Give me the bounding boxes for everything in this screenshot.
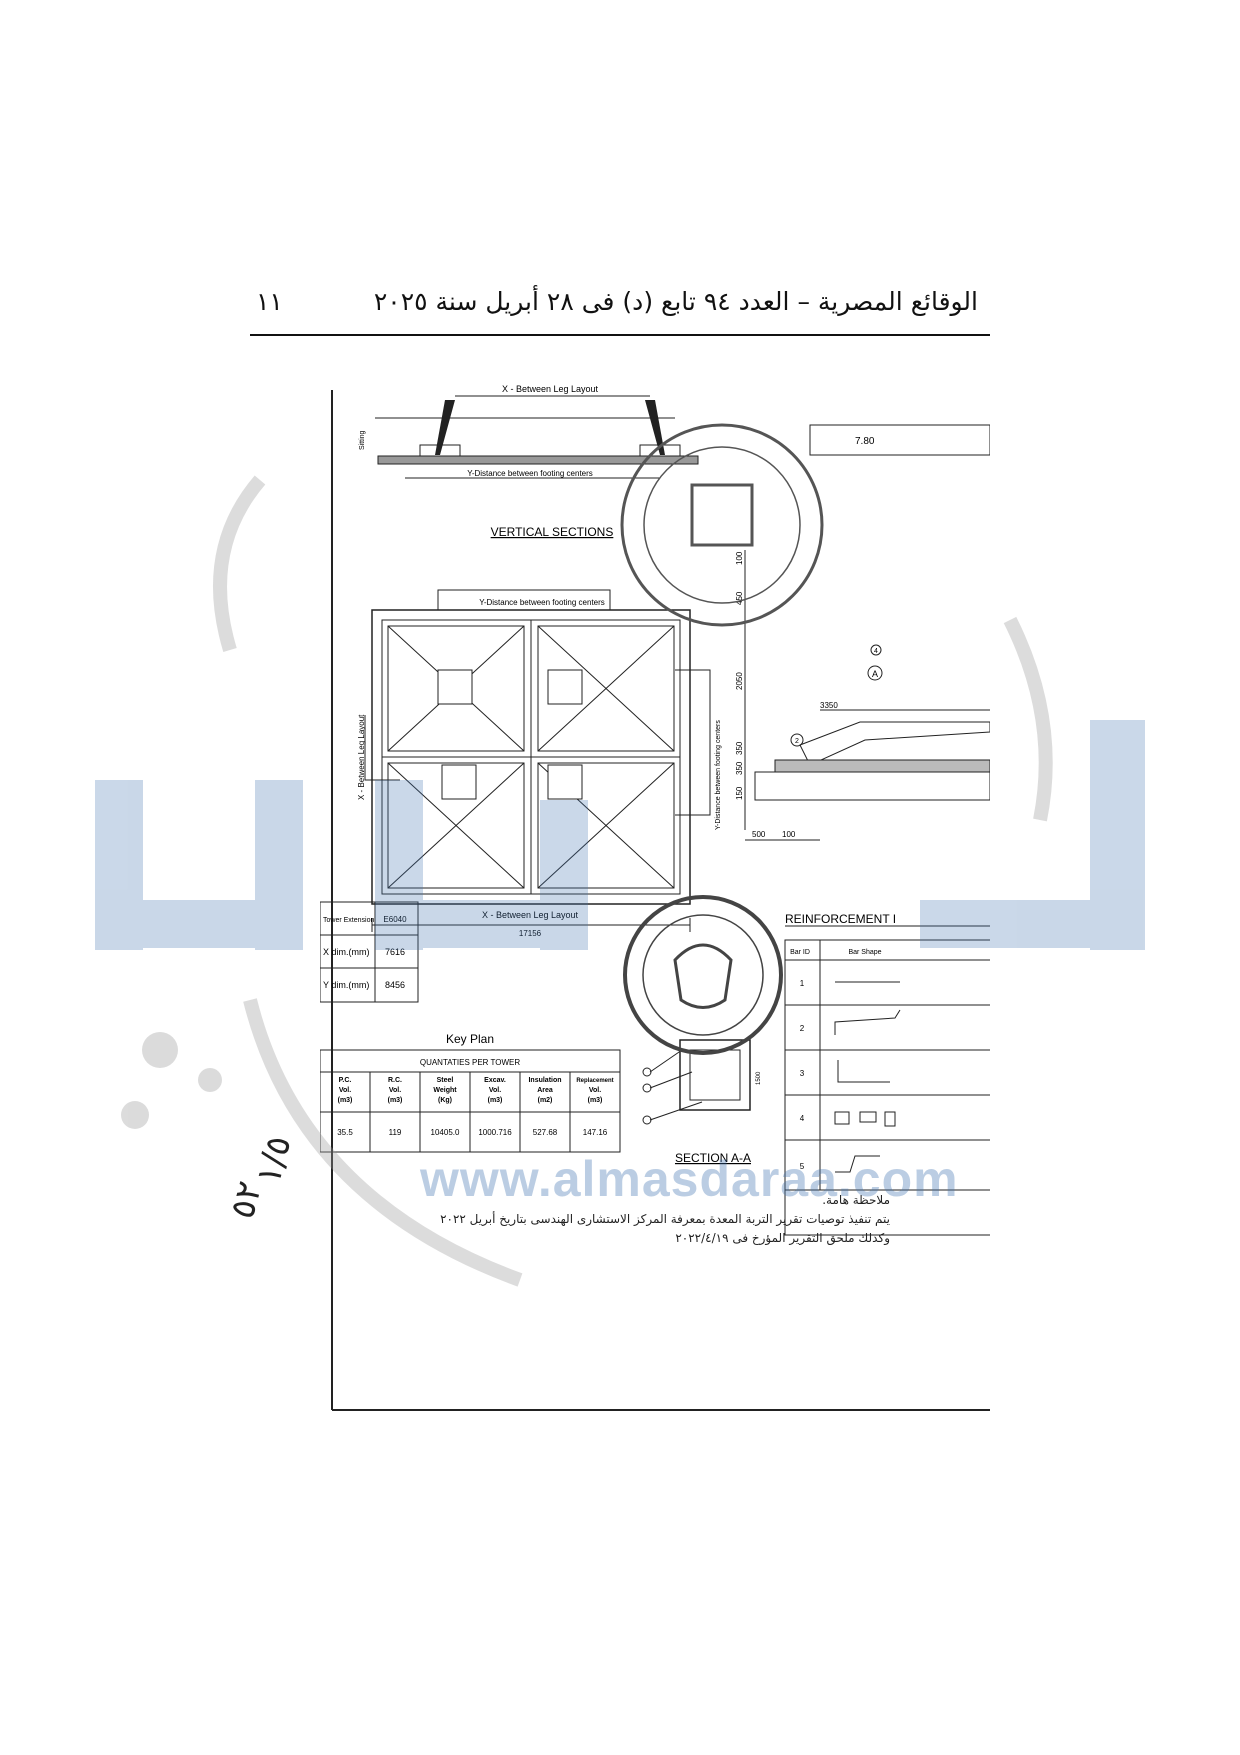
- qhead-2-2: (Kg): [438, 1097, 452, 1104]
- note-heading: ملاحظة هامة.: [822, 1193, 890, 1207]
- tower-row-value-0: E6040: [383, 915, 407, 924]
- tower-row-label-1: X dim.(mm): [323, 947, 370, 957]
- elevation-left-label: Sitting: [359, 430, 366, 450]
- marker-2: 2: [795, 738, 799, 745]
- bar-head-id: Bar ID: [790, 949, 810, 956]
- tower-row-value-2: 8456: [385, 980, 405, 990]
- qhead-3-1: Vol.: [489, 1087, 501, 1094]
- qhead-2-1: Weight: [433, 1087, 457, 1094]
- bar-head-shape: Bar Shape: [848, 949, 881, 956]
- dim-150: 150: [735, 786, 744, 800]
- dim-100: 100: [735, 551, 744, 565]
- elevation-bottom-label: Y-Distance between footing centers: [467, 469, 593, 478]
- dim-350b: 350: [735, 761, 744, 775]
- foundation-drawing: X - Between Leg Layout Y-Distance betwee…: [320, 384, 990, 1411]
- note-line-3: وكذلك ملحق التقرير المؤرخ فى ٢٠٢٢/٤/١٩: [675, 1231, 890, 1245]
- bar-id-4: 4: [800, 1114, 805, 1123]
- qhead-5-2: (m3): [588, 1097, 603, 1104]
- vertical-sections-title: VERTICAL SECTIONS: [491, 525, 614, 539]
- top-value: 7.80: [855, 436, 875, 447]
- handwritten-note: ١/٥: [248, 1131, 300, 1189]
- dim-500: 500: [752, 830, 766, 839]
- qhead-0-1: Vol.: [339, 1087, 351, 1094]
- dim-350a: 350: [735, 741, 744, 755]
- qhead-1-0: R.C.: [388, 1077, 402, 1084]
- qhead-4-0: Insulation: [528, 1077, 561, 1084]
- dim-100b: 100: [782, 830, 796, 839]
- tower-row-label-0: Tower Extension: [323, 917, 374, 924]
- bar-id-5: 5: [800, 1162, 805, 1171]
- tower-row-value-1: 7616: [385, 947, 405, 957]
- qhead-4-1: Area: [537, 1087, 553, 1094]
- key-plan-title: Key Plan: [446, 1032, 494, 1046]
- plan-right-label: Y-Distance between footing centers: [715, 720, 722, 830]
- plan-bottom-dim: 17156: [519, 929, 542, 938]
- note-line-2: يتم تنفيذ توصيات تقرير التربة المعدة بمع…: [440, 1212, 890, 1226]
- qval-0: 35.5: [337, 1128, 353, 1137]
- page-header: الوقائع المصرية – العدد ٩٤ تابع (د) فى ٢…: [250, 285, 990, 325]
- tower-row-label-2: Y dim.(mm): [323, 980, 369, 990]
- section-aa-title: SECTION A-A: [675, 1151, 751, 1165]
- qval-4: 527.68: [533, 1128, 558, 1137]
- bar-table: [784, 939, 990, 1236]
- header-rule: [250, 334, 990, 336]
- official-seal-top: [620, 423, 824, 627]
- gazette-title: الوقائع المصرية – العدد ٩٤ تابع (د) فى ٢…: [373, 287, 978, 316]
- plan-left-label: X - Between Leg Layout: [357, 714, 366, 800]
- qhead-3-0: Excav.: [484, 1077, 506, 1084]
- bar-id-3: 3: [800, 1069, 805, 1078]
- plan-top-label: Y-Distance between footing centers: [479, 598, 605, 607]
- plan-bottom-label: X - Between Leg Layout: [482, 910, 579, 920]
- qhead-5-1: Vol.: [589, 1087, 601, 1094]
- elevation-top-label: X - Between Leg Layout: [502, 384, 599, 394]
- section-aa: [642, 1039, 751, 1125]
- section-aa-dim: 1500: [756, 1071, 762, 1085]
- qhead-5-0: Replacement: [576, 1078, 613, 1084]
- qhead-0-0: P.C.: [339, 1077, 352, 1084]
- dim-2050: 2050: [735, 672, 744, 690]
- qhead-0-2: (m3): [338, 1097, 353, 1104]
- qhead-3-2: (m3): [488, 1097, 503, 1104]
- page-number: ١١: [256, 287, 283, 316]
- qval-5: 147.16: [583, 1128, 608, 1137]
- qhead-1-1: Vol.: [389, 1087, 401, 1094]
- bar-id-1: 1: [800, 979, 805, 988]
- marker-4: 4: [874, 648, 878, 655]
- qhead-1-2: (m3): [388, 1097, 403, 1104]
- qval-2: 10405.0: [431, 1128, 460, 1137]
- quantities-title: QUANTATIES PER TOWER: [420, 1058, 521, 1067]
- reinforcement-title: REINFORCEMENT I: [785, 912, 896, 926]
- bar-id-2: 2: [800, 1024, 805, 1033]
- dim-3350: 3350: [820, 701, 838, 710]
- marker-a: A: [872, 669, 878, 679]
- qhead-2-0: Steel: [437, 1077, 454, 1084]
- qval-3: 1000.716: [478, 1128, 512, 1137]
- qval-1: 119: [389, 1128, 402, 1137]
- tower-extension-table: [320, 901, 419, 1003]
- handwritten-note-2: ٥٢: [222, 1177, 271, 1223]
- official-seal-bottom: [623, 895, 783, 1055]
- dim-450: 450: [735, 591, 744, 605]
- quantities-table: [320, 1049, 621, 1153]
- qhead-4-2: (m2): [538, 1097, 553, 1104]
